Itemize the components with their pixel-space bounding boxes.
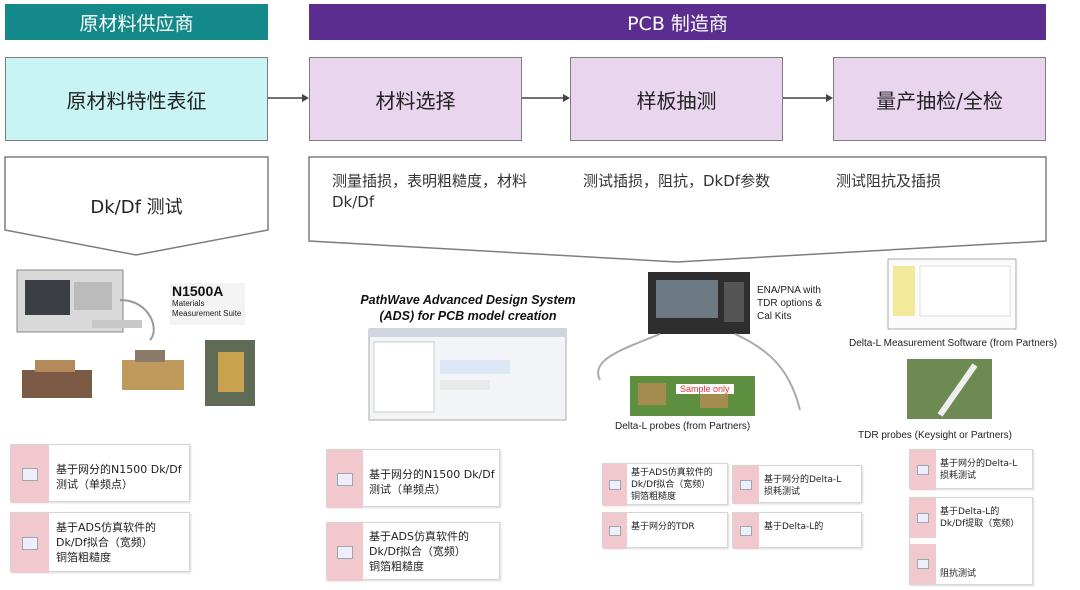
tdr-probe-image (907, 359, 992, 419)
card-icon (327, 450, 363, 508)
card-text: 阻抗测试 (940, 569, 977, 579)
n1500-label-box: N1500A Materials Measurement Suite (170, 283, 245, 325)
pcb-header-label: PCB 制造商 (627, 12, 728, 35)
ena-caption-line: Cal Kits (757, 311, 792, 322)
process-label: 量产抽检/全检 (876, 88, 1003, 113)
ena-caption-line: ENA/PNA with (757, 285, 821, 296)
card-icon (11, 445, 49, 503)
process-label: 样板抽测 (636, 88, 717, 113)
desc-sampling: 测试插损，阻抗，DkDf参数 (583, 172, 771, 190)
ads-caption: PathWave Advanced Design System (ADS) fo… (343, 292, 593, 324)
right-callout-shape (308, 156, 1047, 263)
ena-caption: ENA/PNA with TDR options & Cal Kits (757, 284, 847, 323)
desc-mass: 测试阻抗及插损 (836, 172, 942, 190)
fixture-image-3 (205, 340, 255, 406)
fixture-image-1 (22, 360, 92, 398)
card-text: 基于网分的TDR (631, 522, 695, 532)
card-icon (910, 498, 936, 538)
ena-caption-line: TDR options & (757, 298, 823, 309)
process-label: 材料选择 (375, 88, 456, 113)
delta-probes-caption: Delta-L probes (from Partners) (615, 421, 751, 432)
ena-pna-image (597, 272, 801, 411)
left-callout-shape (4, 156, 269, 256)
supplier-header: 原材料供应商 (5, 4, 268, 40)
card-tdr-small: 基于网分的TDR (602, 512, 728, 549)
card-text: 基于Delta-L的 (764, 522, 824, 532)
sample-only-tag: Sample only (676, 384, 734, 394)
card-icon (733, 466, 759, 504)
delta-l-software-image (887, 258, 1017, 330)
card-icon (11, 513, 49, 573)
card-icon (603, 513, 627, 549)
card-icon (733, 513, 759, 549)
card-icon (327, 523, 363, 581)
process-box-sampling: 样板抽测 (570, 57, 783, 141)
card-delta-l-extract-mid: 基于Delta-L的 (732, 512, 862, 549)
card-icon (910, 544, 936, 584)
process-label: 原材料特性表征 (66, 88, 207, 113)
left-callout-label: Dk/Df 测试 (90, 197, 183, 218)
ads-screenshot-image (368, 328, 567, 421)
card-icon (910, 450, 936, 490)
ads-caption-line: (ADS) for PCB model creation (379, 309, 557, 323)
pcb-header: PCB 制造商 (309, 4, 1046, 40)
card-icon (603, 464, 627, 506)
tdr-probes-caption: TDR probes (Keysight or Partners) (858, 430, 1012, 441)
delta-software-caption: Delta-L Measurement Software (from Partn… (849, 338, 1058, 349)
delta-l-probes-image (630, 376, 755, 416)
n1500-subtitle-2: Measurement Suite (172, 309, 242, 318)
desc-selection: 测量插损，表明粗糙度，材料Dk/Df (332, 172, 528, 211)
ads-caption-line: PathWave Advanced Design System (360, 293, 576, 307)
n1500-title: N1500A (172, 283, 224, 299)
n1500-analyzer-image (16, 269, 155, 341)
process-box-mass-production: 量产抽检/全检 (833, 57, 1046, 141)
fixture-image-2 (122, 350, 184, 390)
supplier-header-label: 原材料供应商 (79, 12, 194, 35)
process-box-selection: 材料选择 (309, 57, 522, 141)
n1500-subtitle-1: Materials (172, 299, 205, 308)
process-box-characterization: 原材料特性表征 (5, 57, 268, 141)
